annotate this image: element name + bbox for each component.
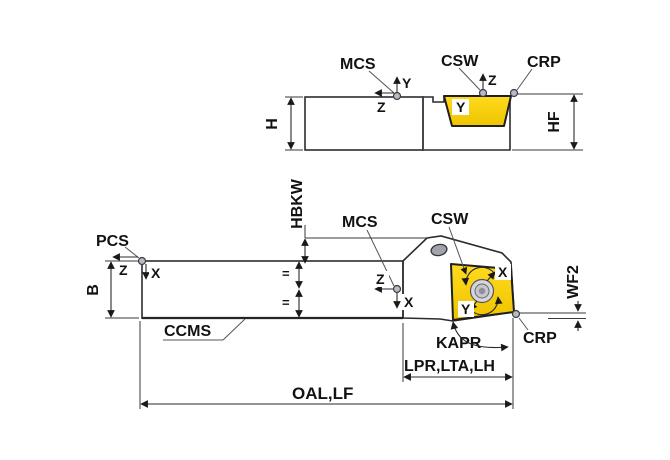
plan-pcs-leader <box>124 246 140 259</box>
plan-view: X Y CSW MCS Z X PCS Z X B CCMS <box>85 178 586 409</box>
plan-mcs-z-label: Z <box>376 271 385 287</box>
kapr-label: KAPR <box>436 335 482 352</box>
plan-mcs-x-label: X <box>404 294 414 310</box>
side-mcs-z-bg <box>373 99 390 114</box>
plan-mcs-leader <box>366 229 395 287</box>
plan-pcs-point-marker <box>137 256 147 266</box>
insert-x-bg <box>495 264 511 280</box>
plan-mcs-label: MCS <box>342 214 378 231</box>
lpr-dim-label: LPR,LTA,LH <box>404 358 495 375</box>
side-csw-y-bg <box>452 99 469 115</box>
side-csw-label: CSW <box>441 53 479 70</box>
side-crp-label: CRP <box>527 54 561 71</box>
side-csw-leader <box>458 67 481 91</box>
side-crp-leader <box>516 68 533 91</box>
side-csw-y-label: Y <box>456 99 466 115</box>
plan-shank-body <box>141 260 404 319</box>
ccms-leader <box>222 318 246 341</box>
side-view: H HF MCS Y Z CSW Z Y CRP <box>264 53 583 151</box>
plan-crp-point-marker <box>511 309 521 319</box>
plan-csw-label: CSW <box>431 211 469 228</box>
insert-x-label: X <box>498 264 508 280</box>
plan-mcs-point-marker <box>392 284 402 294</box>
insert-x-axis-arrow <box>486 271 496 282</box>
plan-mcs-z-bg <box>373 271 389 287</box>
kapr-angle-arc <box>450 321 509 352</box>
plan-pcs-x-bg <box>149 265 164 280</box>
b-dim-label: B <box>85 284 102 296</box>
oal-dim-label: OAL,LF <box>292 384 353 403</box>
ccms-label: CCMS <box>164 323 211 340</box>
side-crp-point-marker <box>509 88 519 98</box>
plan-pcs-x-label: X <box>151 265 161 281</box>
side-mcs-leader <box>368 70 395 94</box>
side-csw-z-label: Z <box>488 72 497 88</box>
h-dim-label: H <box>264 118 281 130</box>
side-mcs-point-marker <box>392 91 402 101</box>
plan-crp-leader <box>518 317 529 331</box>
side-csw-point-marker <box>478 88 488 98</box>
equal-mark-top: = <box>282 266 290 281</box>
insert-screw-center <box>478 287 486 295</box>
side-mcs-y-label: Y <box>402 75 412 91</box>
plan-crp-label: CRP <box>523 330 557 347</box>
hf-dim-label: HF <box>546 111 563 133</box>
plan-mcs-x-bg <box>401 294 417 310</box>
side-mcs-z-label: Z <box>377 99 386 115</box>
equal-mark-bottom: = <box>282 295 290 310</box>
insert-y-bg <box>458 301 474 317</box>
hbkw-dim-label: HBKW <box>289 178 306 229</box>
plan-csw-leader <box>448 226 468 275</box>
plan-pcs-label: PCS <box>96 233 129 250</box>
side-view-shank-body <box>304 96 424 151</box>
insert-y-label: Y <box>461 301 471 317</box>
side-mcs-label: MCS <box>340 56 376 73</box>
wf2-dim-label: WF2 <box>565 265 582 299</box>
plan-pcs-z-label: Z <box>119 262 128 278</box>
plan-head-hole <box>430 243 448 257</box>
